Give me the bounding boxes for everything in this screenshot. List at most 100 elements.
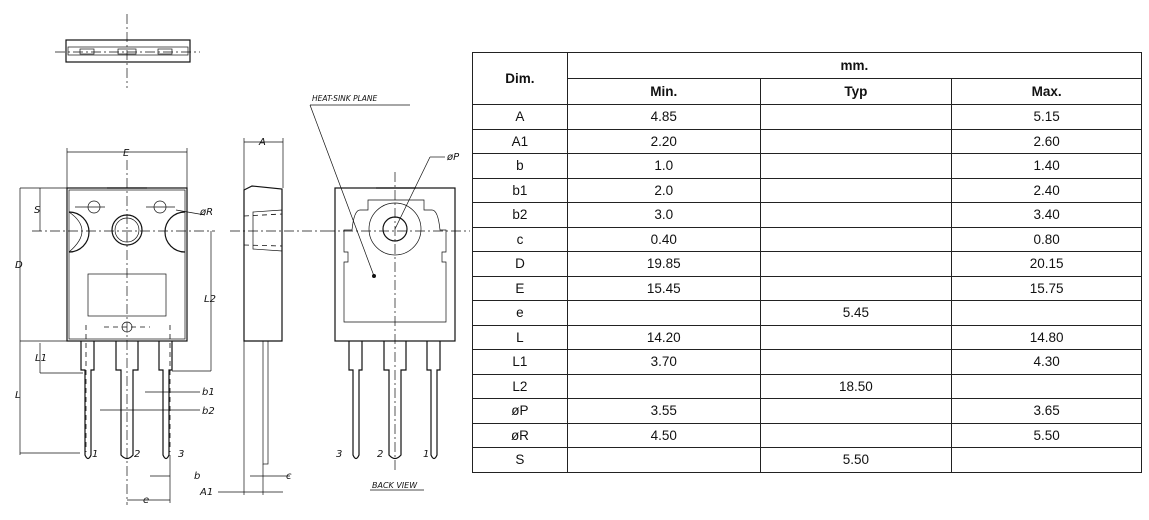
pin-number: 2 [377, 449, 383, 460]
dim-label-D: D [15, 260, 23, 271]
dim-label-S: S [34, 205, 41, 216]
cell-typ [759, 398, 953, 424]
dim-label-L2: L2 [204, 294, 216, 305]
cell-dim: S [472, 447, 568, 473]
cell-min [566, 300, 761, 326]
cell-dim: L [472, 324, 568, 350]
cell-typ [759, 349, 953, 375]
cell-max: 3.40 [951, 202, 1142, 228]
cell-min: 2.20 [566, 128, 761, 154]
cell-max: 15.75 [951, 275, 1142, 301]
typ-header: Typ [759, 78, 953, 105]
cell-min: 4.50 [566, 422, 761, 448]
pin-number: 3 [336, 449, 342, 460]
cell-max [951, 447, 1142, 473]
cell-typ: 5.45 [759, 300, 953, 326]
cell-max: 1.40 [951, 153, 1142, 179]
cell-max: 3.65 [951, 398, 1142, 424]
dim-label-A: A [258, 137, 266, 148]
cell-typ [759, 324, 953, 350]
pin-number: 2 [134, 449, 140, 460]
cell-typ [759, 153, 953, 179]
cell-typ [759, 128, 953, 154]
top-view [55, 14, 200, 88]
side-view [218, 138, 325, 495]
max-header: Max. [951, 78, 1142, 105]
cell-min [566, 447, 761, 473]
dim-label-L1: L1 [35, 353, 47, 364]
dim-label-b2: b2 [202, 406, 215, 417]
cell-max: 4.30 [951, 349, 1142, 375]
front-view [19, 148, 215, 505]
dim-label-b1: b1 [202, 387, 215, 398]
back-view-label: BACK VIEW [372, 481, 418, 490]
cell-min: 19.85 [566, 251, 761, 277]
cell-dim: L1 [472, 349, 568, 375]
cell-min: 15.45 [566, 275, 761, 301]
dim-label-A1: A1 [199, 487, 213, 498]
cell-max [951, 373, 1142, 399]
cell-min: 2.0 [566, 177, 761, 203]
cell-dim: b2 [472, 202, 568, 228]
dim-label-oR: øR [199, 207, 213, 218]
min-header: Min. [566, 78, 761, 105]
pin-number: 3 [178, 449, 184, 460]
dim-label-c: c [286, 471, 292, 482]
dim-label-L: L [15, 390, 21, 401]
dim-label-e: e [143, 495, 149, 506]
cell-min: 1.0 [566, 153, 761, 179]
table-row: e 5.45 [472, 300, 1142, 326]
cell-dim: øR [472, 422, 568, 448]
cell-min: 3.0 [566, 202, 761, 228]
cell-dim: e [472, 300, 568, 326]
cell-max: 0.80 [951, 226, 1142, 252]
cell-min: 4.85 [566, 104, 761, 130]
cell-max: 2.40 [951, 177, 1142, 203]
cell-dim: øP [472, 398, 568, 424]
cell-max: 5.50 [951, 422, 1142, 448]
cell-dim: b1 [472, 177, 568, 203]
cell-dim: L2 [472, 373, 568, 399]
cell-max: 20.15 [951, 251, 1142, 277]
dim-label-b: b [194, 471, 200, 482]
cell-typ [759, 202, 953, 228]
cell-typ [759, 104, 953, 130]
cell-max [951, 300, 1142, 326]
cell-typ [759, 422, 953, 448]
cell-dim: b [472, 153, 568, 179]
back-view [309, 104, 470, 491]
cell-min: 0.40 [566, 226, 761, 252]
dim-label-oP: øP [446, 152, 460, 163]
cell-max: 14.80 [951, 324, 1142, 350]
pin-number: 1 [423, 449, 429, 460]
cell-typ [759, 275, 953, 301]
cell-dim: E [472, 275, 568, 301]
package-outline-drawing: E A S D L1 L L2 øR b1 b2 b e c A1 øP HEA… [15, 14, 470, 506]
dim-header: Dim. [472, 52, 568, 105]
heat-sink-plane-label: HEAT-SINK PLANE [312, 94, 378, 103]
cell-dim: A [472, 104, 568, 130]
cell-typ [759, 177, 953, 203]
cell-max: 5.15 [951, 104, 1142, 130]
cell-typ [759, 226, 953, 252]
cell-min: 3.70 [566, 349, 761, 375]
cell-min: 3.55 [566, 398, 761, 424]
cell-max: 2.60 [951, 128, 1142, 154]
cell-dim: A1 [472, 128, 568, 154]
unit-header: mm. [566, 52, 1143, 79]
